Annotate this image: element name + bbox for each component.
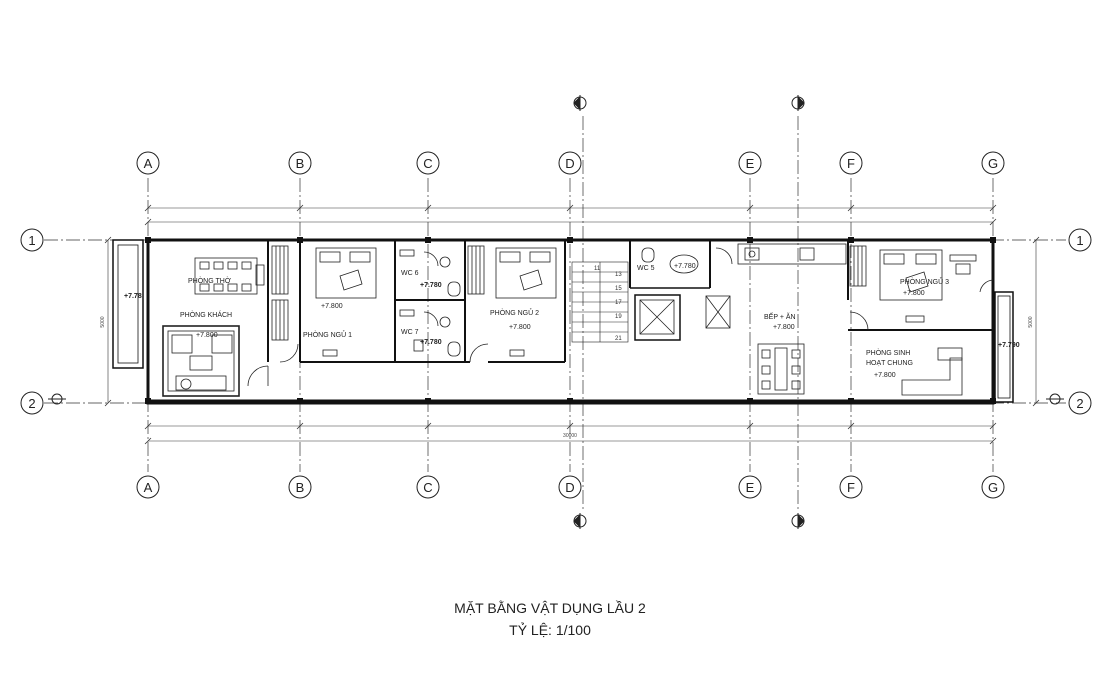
stairs: [571, 261, 629, 343]
axis-label-b-top: B: [296, 156, 305, 171]
doors: [247, 247, 994, 387]
axis-labels-top: A B C D E F G: [144, 156, 998, 171]
axis-label-2-right: 2: [1076, 396, 1083, 411]
furniture: [162, 243, 977, 397]
level-mark-wc7: +7.780: [420, 339, 442, 346]
level-mark-balcony-left: +7.78: [124, 293, 142, 300]
axis-label-c-top: C: [423, 156, 432, 171]
axis-label-e-top: E: [746, 156, 755, 171]
axis-bubbles-top: [136, 151, 1005, 175]
dimension-width-left: 5000: [100, 316, 106, 327]
stair-step-13: 13: [615, 272, 622, 278]
axis-label-d-bottom: D: [565, 480, 574, 495]
axis-label-a-bottom: A: [144, 480, 153, 495]
axis-label-2-left: 2: [28, 396, 35, 411]
level-mark-kitchen: +7.800: [773, 324, 795, 331]
axis-label-c-bottom: C: [423, 480, 432, 495]
axis-label-1-left: 1: [28, 233, 35, 248]
axis-labels-bottom: A B C D E F G: [144, 480, 998, 495]
level-mark-living: +7.800: [196, 332, 218, 339]
stair-step-11: 11: [594, 266, 601, 272]
axis-label-f-top: F: [847, 156, 855, 171]
room-label-phong-ngu-1: PHÒNG NGỦ 1: [303, 330, 352, 339]
dimension-width-right: 5000: [1028, 316, 1034, 327]
stair-step-17: 17: [615, 300, 622, 306]
room-labels: PHÒNG THỜ PHÒNG KHÁCH PHÒNG NGỦ 1 PHÒNG …: [180, 265, 949, 367]
room-label-phong-ngu-3: PHÒNG NGỦ 3: [900, 277, 949, 286]
axis-label-g-top: G: [988, 156, 998, 171]
room-label-bep-an: BẾP + ĂN: [764, 311, 796, 321]
level-mark-wc6: +7.780: [420, 282, 442, 289]
section-markers: [48, 95, 1064, 529]
stair-step-numbers: 11 13 15 17 19 21: [594, 266, 622, 342]
axis-label-e-bottom: E: [746, 480, 755, 495]
stair-step-15: 15: [615, 286, 622, 292]
stair-step-19: 19: [615, 314, 622, 320]
drawing-title: MẶT BẰNG VẬT DỤNG LẦU 2: [454, 600, 646, 616]
level-marks: +7.800 +7.800 +7.800 +7.800 +7.800 +7.80…: [124, 263, 1020, 379]
level-mark-bed3: +7.800: [903, 290, 925, 297]
axis-bubbles-side: [20, 228, 1092, 415]
level-mark-balcony-right: +7.790: [998, 342, 1020, 349]
axis-label-g-bottom: G: [988, 480, 998, 495]
axis-label-1-right: 1: [1076, 233, 1083, 248]
drawing-scale: TỶ LỆ: 1/100: [509, 622, 591, 638]
axis-label-d-top: D: [565, 156, 574, 171]
room-label-phong-khach: PHÒNG KHÁCH: [180, 310, 232, 319]
room-label-wc6: WC 6: [401, 270, 419, 277]
room-label-wc7: WC 7: [401, 329, 419, 336]
level-mark-bed1: +7.800: [321, 303, 343, 310]
axis-label-b-bottom: B: [296, 480, 305, 495]
room-label-phong-tho: PHÒNG THỜ: [188, 276, 231, 285]
level-mark-bed2: +7.800: [509, 324, 531, 331]
axis-labels-side: 1 1 2 2: [28, 233, 1083, 411]
axis-label-a-top: A: [144, 156, 153, 171]
level-mark-family: +7.800: [874, 372, 896, 379]
room-label-phong-ngu-2: PHÒNG NGỦ 2: [490, 308, 539, 317]
level-mark-wc5: +7.780: [674, 263, 696, 270]
room-label-hoat-chung: HOẠT CHUNG: [866, 360, 913, 367]
dimension-ticks: [104, 204, 1040, 445]
axis-bubbles-bottom: [136, 475, 1005, 499]
stair-step-21: 21: [615, 336, 622, 342]
room-label-phong-sinh: PHÒNG SINH: [866, 348, 910, 357]
axis-label-f-bottom: F: [847, 480, 855, 495]
room-label-wc5: WC 5: [637, 265, 655, 272]
columns: [145, 237, 996, 404]
dimension-total-length: 30000: [563, 433, 577, 439]
